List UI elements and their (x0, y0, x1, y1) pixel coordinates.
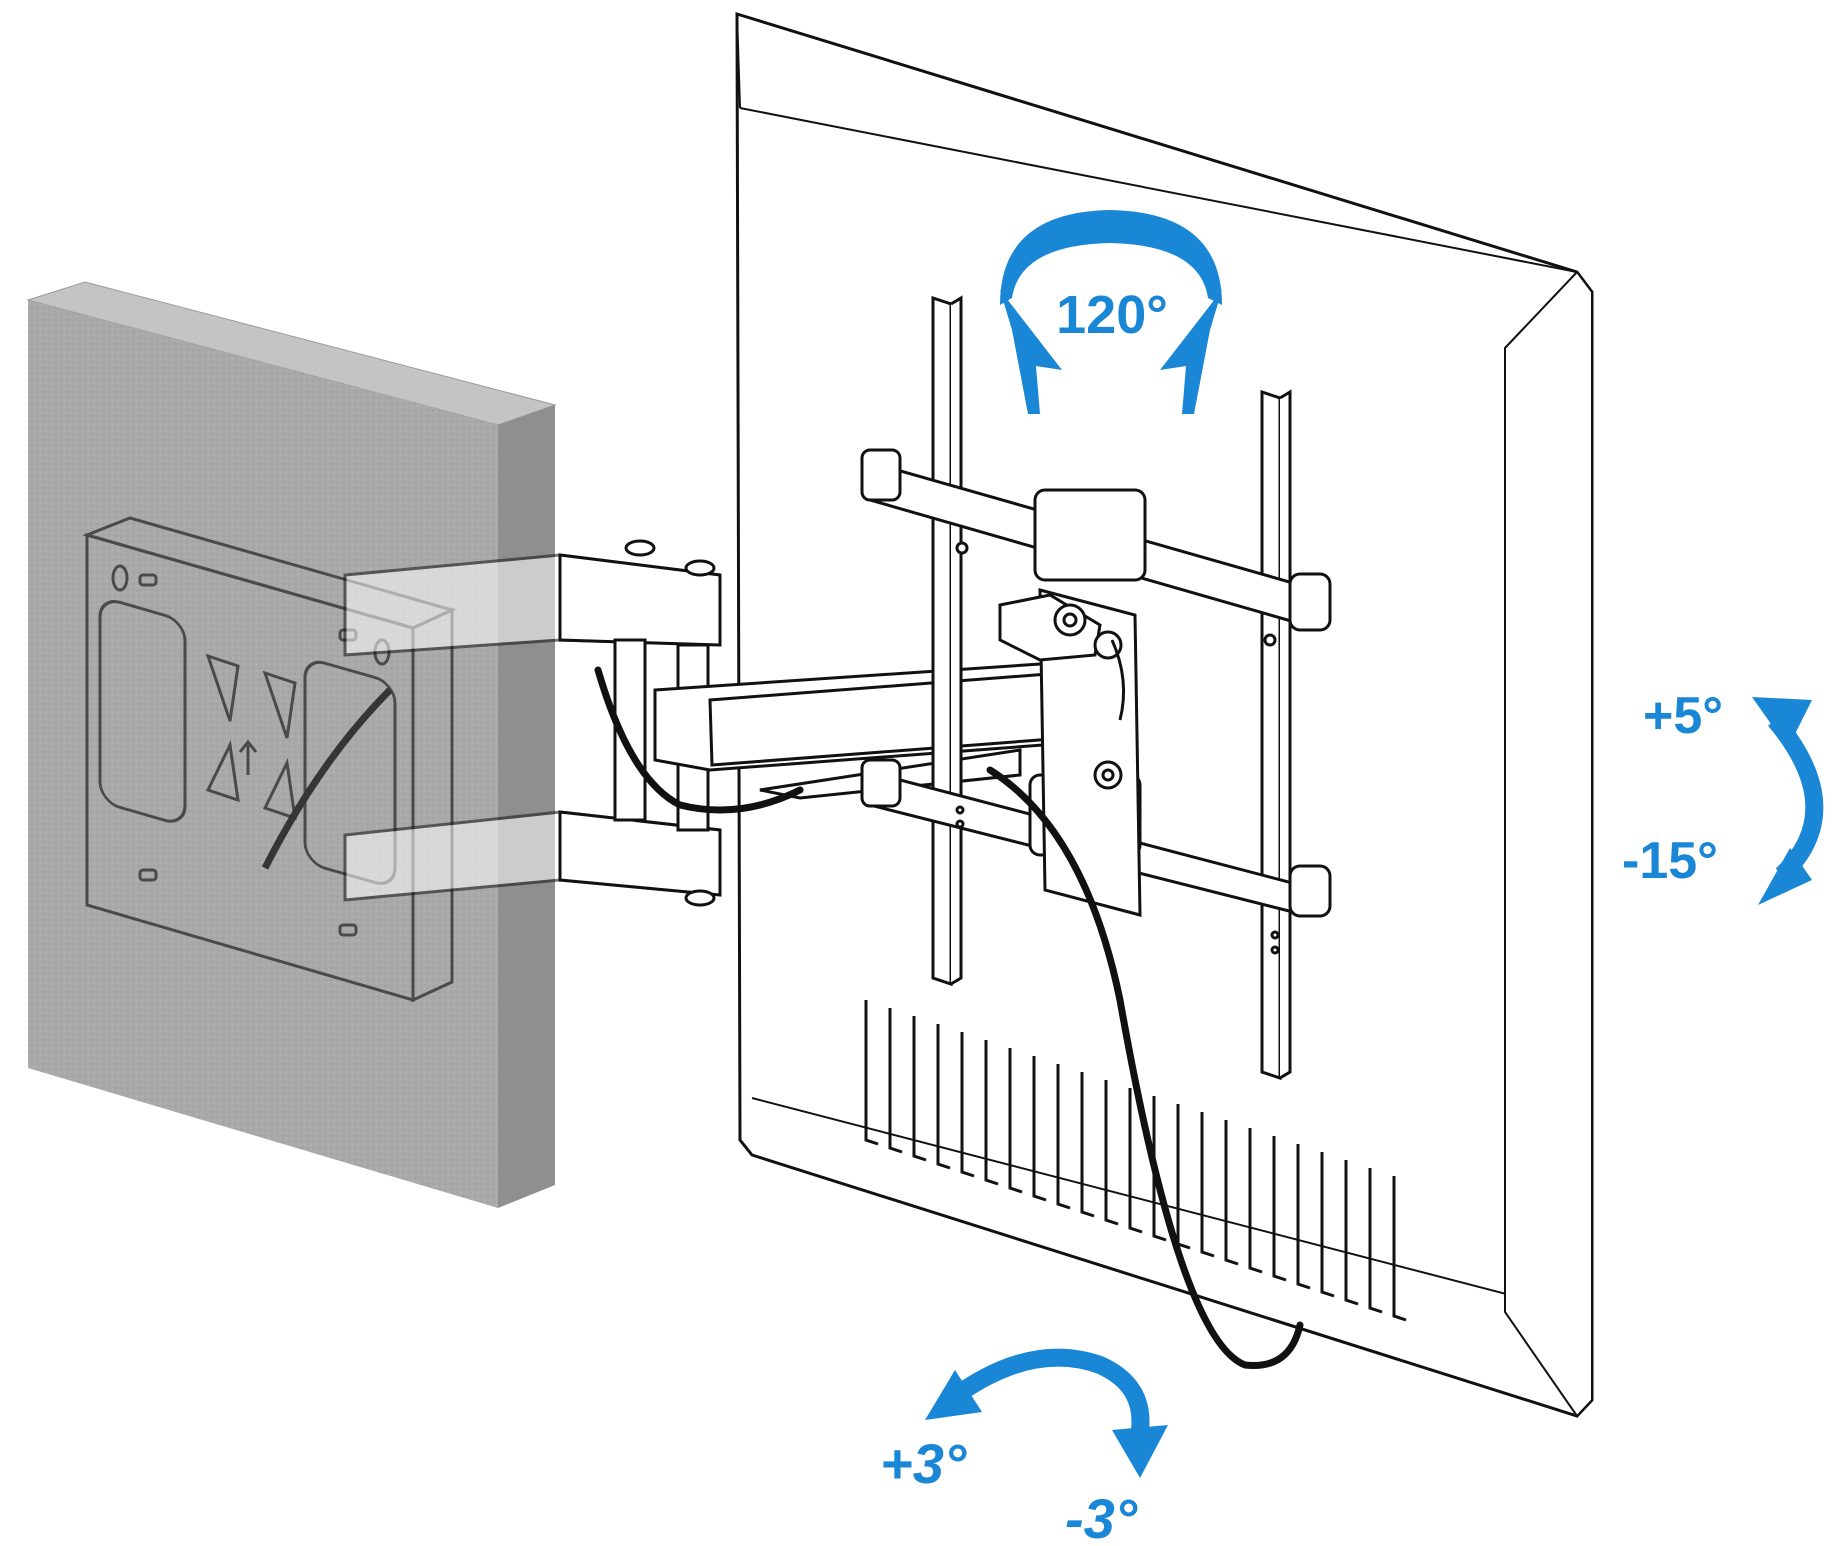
vesa-bracket (860, 295, 1332, 1081)
tilt-down-label: -15° (1622, 832, 1718, 890)
rotate-minus-label: -3° (1065, 1487, 1138, 1546)
rotation-arrow-head-left (925, 1370, 982, 1420)
rotation-arrow-head-right (1112, 1425, 1168, 1478)
curved-double-arrow-bottom-icon (944, 1348, 1150, 1431)
cable (594, 666, 1304, 1369)
curved-double-arrow-vertical-icon (1768, 714, 1824, 882)
tv-vents (864, 1000, 1407, 1322)
rotate-plus-label: +3° (880, 1432, 967, 1495)
extension-arm (343, 539, 1112, 907)
tilt-arrow-head-down (1758, 848, 1812, 905)
tilt-arrow-head-up (1752, 697, 1812, 748)
curved-double-arrow-horizontal-icon (1000, 210, 1222, 414)
swivel-angle-label: 120° (1056, 285, 1168, 345)
wall (26, 281, 557, 1208)
tilt-up-label: +5° (1643, 687, 1723, 745)
